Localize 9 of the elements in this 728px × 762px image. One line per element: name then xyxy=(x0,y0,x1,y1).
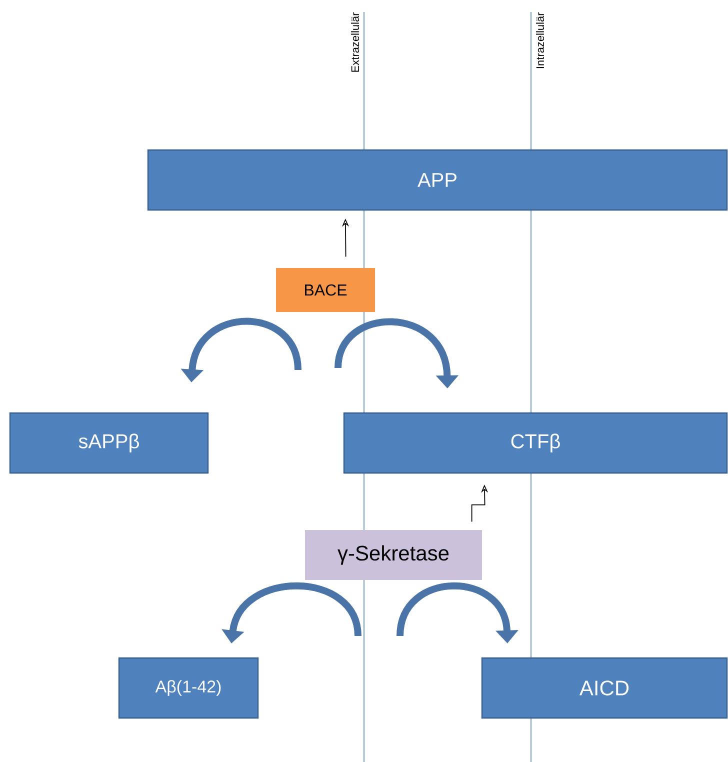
process-box: CTFβ xyxy=(343,412,728,474)
process-box: sAPPβ xyxy=(9,412,209,474)
process-box: AICD xyxy=(481,657,728,719)
process-box: Aβ(1-42) xyxy=(118,657,259,719)
enzyme-box: BACE xyxy=(276,268,375,312)
region-label: Intrazellulär xyxy=(536,12,544,68)
region-label: Extrazellulär xyxy=(350,12,360,72)
enzyme-box: γ-Sekretase xyxy=(305,530,482,580)
process-box: APP xyxy=(147,149,728,211)
